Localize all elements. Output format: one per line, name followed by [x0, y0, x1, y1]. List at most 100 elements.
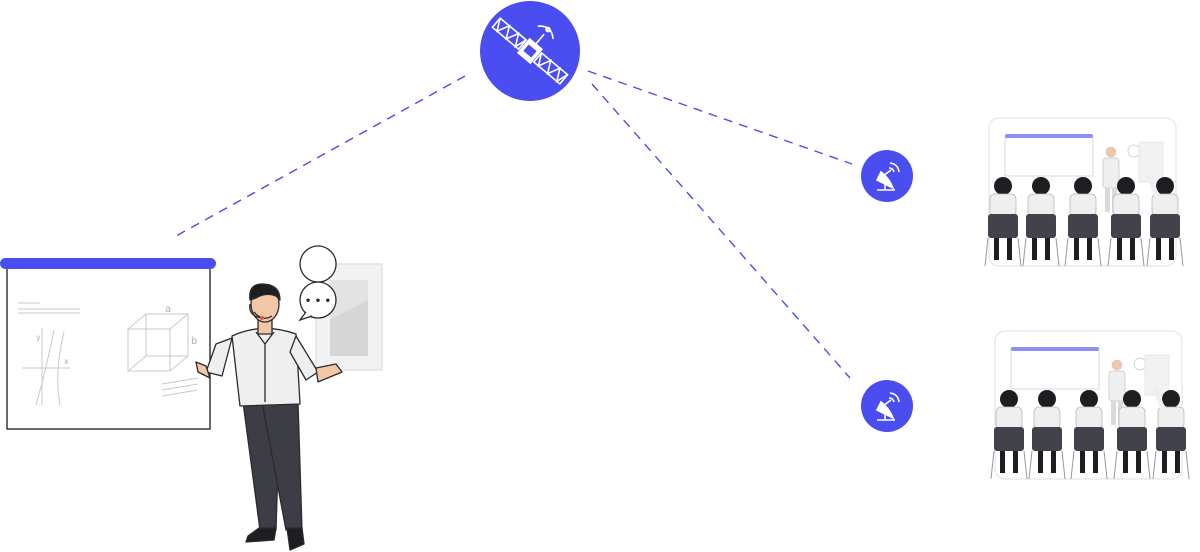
classroom-board [1010, 348, 1100, 390]
whiteboard-label-x: x [64, 357, 69, 366]
wall-frame [315, 263, 383, 371]
student-chair [1117, 427, 1147, 451]
speech-bubble-icon: • • • [298, 245, 337, 322]
student [1070, 390, 1108, 480]
whiteboard-label-y: y [36, 333, 41, 342]
student-head [1000, 390, 1018, 408]
satellite-badge [480, 1, 580, 101]
link-to-classroom-top [587, 70, 853, 165]
student-leg [1117, 238, 1122, 260]
student-leg [994, 238, 999, 260]
student-head [1156, 177, 1174, 195]
student-head [994, 177, 1012, 195]
student [1113, 390, 1151, 480]
student-chair [1150, 214, 1180, 238]
student-chair [1156, 427, 1186, 451]
student-head [1074, 177, 1092, 195]
classroom-board [1004, 135, 1094, 177]
student-head [1032, 177, 1050, 195]
student [1064, 177, 1102, 267]
student [1107, 177, 1145, 267]
classroom-speech-bubble [1133, 357, 1147, 371]
student-chair [988, 214, 1018, 238]
student-leg [1169, 238, 1174, 260]
whiteboard-label-a: a [165, 304, 171, 315]
chair-leg [1022, 237, 1027, 267]
satellite-links [175, 70, 853, 379]
chair-leg [1103, 450, 1108, 480]
chair-leg [990, 450, 995, 480]
classroom-teacher [1108, 370, 1126, 402]
chair-leg [1140, 237, 1145, 267]
chair-leg [1055, 237, 1060, 267]
student-torso [1027, 193, 1055, 217]
satellite-dish-icon [875, 392, 900, 421]
student-leg [1087, 238, 1092, 260]
student-torso [1112, 193, 1140, 217]
chair-leg [1179, 237, 1184, 267]
chair-leg [1028, 450, 1033, 480]
student-torso [1075, 406, 1103, 430]
student-leg [1038, 451, 1043, 473]
student [1028, 390, 1066, 480]
classroom-teacher-leg [1111, 401, 1116, 425]
chair-leg [1070, 450, 1075, 480]
student-leg [1130, 238, 1135, 260]
student [1022, 177, 1060, 267]
student-leg [1051, 451, 1056, 473]
student-leg [1175, 451, 1180, 473]
student-leg [1074, 238, 1079, 260]
student [984, 177, 1022, 267]
satellite-icon [491, 16, 569, 86]
classroom-board-bar [1005, 134, 1093, 138]
classroom-teacher-head [1105, 146, 1117, 158]
student-chair [1032, 427, 1062, 451]
student-chair [994, 427, 1024, 451]
student-head [1117, 177, 1135, 195]
link-to-teacher [175, 75, 466, 237]
student-leg [1013, 451, 1018, 473]
student-head [1162, 390, 1180, 408]
chair-leg [984, 237, 989, 267]
student-chair [1068, 214, 1098, 238]
chair-leg [1017, 237, 1022, 267]
student-raised-arm [1152, 386, 1166, 412]
speech-dots: • • • [305, 296, 331, 307]
whiteboard-label-b: b [191, 336, 197, 347]
teacher [195, 283, 343, 551]
student [990, 390, 1028, 480]
classroom-bottom [990, 330, 1190, 480]
classroom-speech-bubble [1127, 144, 1141, 158]
student-chair [1074, 427, 1104, 451]
dish-badge-bottom [861, 380, 913, 432]
chair-leg [1064, 237, 1069, 267]
chair-leg [1185, 450, 1190, 480]
student-torso [1069, 193, 1097, 217]
chair-leg [1152, 450, 1157, 480]
student-torso [989, 193, 1017, 217]
student-torso [1118, 406, 1146, 430]
student-chair [1026, 214, 1056, 238]
classroom-teacher [1102, 157, 1120, 189]
student-leg [1000, 451, 1005, 473]
classroom-teacher-head [1111, 359, 1123, 371]
student-torso [995, 406, 1023, 430]
classroom-top [984, 117, 1184, 267]
chair-leg [1146, 450, 1151, 480]
chair-leg [1023, 450, 1028, 480]
whiteboard: a b y x [0, 258, 216, 430]
student-leg [1093, 451, 1098, 473]
link-to-classroom-bottom [591, 83, 851, 379]
satellite-dish-icon [875, 162, 900, 191]
student-leg [1136, 451, 1141, 473]
student-raised-arm [1146, 173, 1160, 199]
student-head [1038, 390, 1056, 408]
classroom-teacher-leg [1105, 188, 1110, 212]
student-head [1123, 390, 1141, 408]
student [1152, 386, 1190, 480]
chair-leg [1107, 237, 1112, 267]
student-chair [1111, 214, 1141, 238]
chair-leg [1061, 450, 1066, 480]
classroom-board-bar [1011, 347, 1099, 351]
